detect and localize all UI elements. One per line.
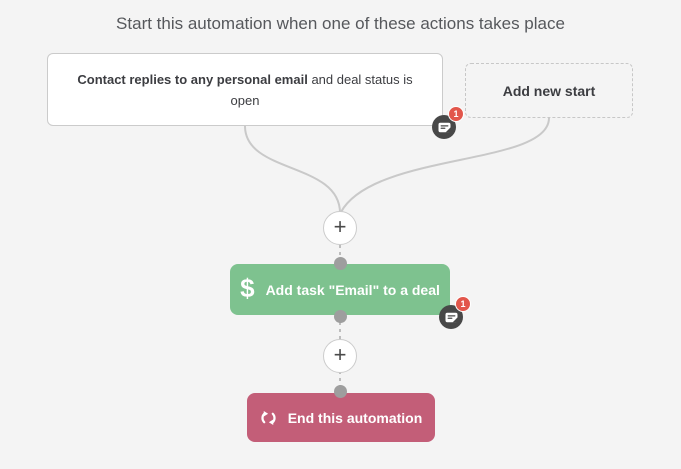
trigger-text-line1: Contact replies to any personal email an… xyxy=(77,69,412,90)
page-title: Start this automation when one of these … xyxy=(116,14,565,33)
action-node-add-task[interactable]: $ Add task "Email" to a deal xyxy=(230,264,450,315)
end-automation-node[interactable]: End this automation xyxy=(247,393,435,442)
plus-icon: + xyxy=(333,342,347,367)
add-action-button-bottom[interactable]: + xyxy=(323,339,357,373)
connector-curve-right xyxy=(340,117,550,213)
trigger-text-line2: open xyxy=(230,92,260,108)
connector-dot xyxy=(334,257,347,270)
note-icon xyxy=(439,305,463,329)
plus-icon: + xyxy=(333,214,347,239)
add-action-button-top[interactable]: + xyxy=(323,211,357,245)
connector-dot xyxy=(334,310,347,323)
note-count-badge: 1 xyxy=(455,296,471,312)
trigger-note-indicator[interactable]: 1 xyxy=(432,106,464,139)
dollar-icon: $ xyxy=(240,272,255,303)
connector-curve-left xyxy=(244,125,341,214)
note-count-badge: 1 xyxy=(448,106,464,122)
cycle-arrows-icon xyxy=(260,410,277,426)
action-label: Add task "Email" to a deal xyxy=(265,281,440,298)
trigger-text-rest: and deal status is xyxy=(307,71,413,87)
connector-dot xyxy=(334,385,347,398)
action-note-indicator[interactable]: 1 xyxy=(439,296,471,329)
note-icon xyxy=(432,115,456,139)
add-new-start-button[interactable]: Add new start xyxy=(465,63,633,118)
trigger-node[interactable]: Contact replies to any personal email an… xyxy=(47,53,443,126)
end-label: End this automation xyxy=(287,409,423,426)
trigger-text-bold: Contact replies to any personal email xyxy=(77,71,308,87)
